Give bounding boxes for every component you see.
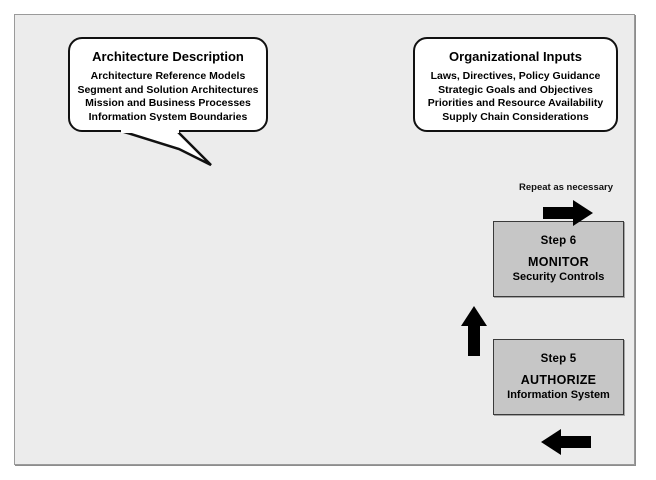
callout-architecture-description: Architecture Description Architecture Re… bbox=[68, 37, 268, 132]
arrow-up-icon bbox=[461, 306, 487, 356]
diagram-frame: Architecture Description Architecture Re… bbox=[14, 14, 635, 465]
callout-line: Supply Chain Considerations bbox=[442, 110, 589, 123]
callout-line: Priorities and Resource Availability bbox=[427, 97, 604, 109]
step-subject: Information System bbox=[507, 389, 610, 401]
callout-line: Mission and Business Processes bbox=[85, 97, 251, 109]
callout-line: Strategic Goals and Objectives bbox=[438, 83, 593, 96]
step-verb: MONITOR bbox=[528, 255, 589, 269]
repeat-as-necessary-label: Repeat as necessary bbox=[519, 182, 614, 193]
callout-title: Organizational Inputs bbox=[449, 49, 582, 64]
step-box-step-6[interactable]: Step 6 MONITOR Security Controls bbox=[493, 221, 624, 297]
arrow-left-icon bbox=[541, 429, 591, 455]
callout-organizational-inputs: Organizational Inputs Laws, Directives, … bbox=[413, 37, 624, 455]
step-box-step-5[interactable]: Step 5 AUTHORIZE Information System bbox=[493, 339, 624, 415]
callout-title: Architecture Description bbox=[92, 49, 244, 64]
step-number: Step 5 bbox=[540, 353, 577, 365]
arrow-right-icon bbox=[543, 200, 593, 226]
step-subject: Security Controls bbox=[512, 271, 605, 283]
callout-line: Segment and Solution Architectures bbox=[77, 83, 259, 96]
step-verb: AUTHORIZE bbox=[520, 373, 597, 387]
callout-line: Architecture Reference Models bbox=[90, 70, 246, 82]
callout-line: Laws, Directives, Policy Guidance bbox=[430, 70, 601, 82]
callout-line: Information System Boundaries bbox=[88, 110, 248, 123]
step-number: Step 6 bbox=[540, 235, 577, 247]
